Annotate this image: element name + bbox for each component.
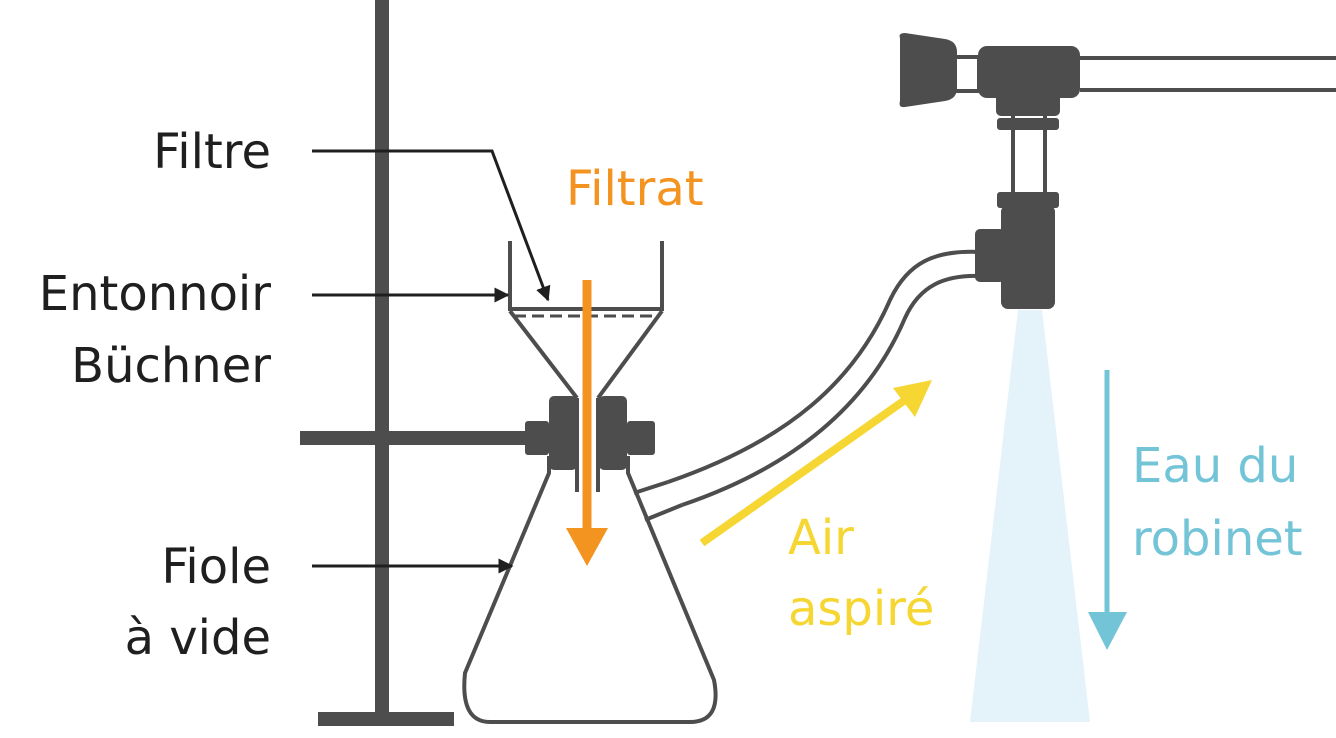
air-arrow: [699, 380, 932, 547]
label-aspire: aspiré: [788, 581, 934, 637]
label-fiole: Fiole: [161, 539, 271, 595]
label-entonnoir: Entonnoir: [39, 266, 271, 322]
filtrat-arrow: [566, 280, 608, 566]
label-filtrat: Filtrat: [566, 161, 704, 217]
label-air: Air: [788, 510, 854, 566]
clamp-arm: [300, 431, 550, 445]
retort-stand: [300, 0, 550, 726]
label-a-vide: à vide: [125, 610, 271, 666]
stand-base: [318, 712, 454, 726]
water-arrow: [1088, 370, 1127, 650]
water-stream: [970, 310, 1090, 722]
stopper-clamp: [525, 396, 655, 470]
vacuum-flask: [462, 456, 718, 724]
aspirator-body: [1001, 205, 1055, 309]
label-robinet: robinet: [1132, 511, 1303, 567]
vacuum-tubing: [667, 249, 981, 507]
label-buchner: Büchner: [71, 338, 271, 394]
stand-rod: [375, 0, 389, 720]
aspirator-side-port: [975, 229, 1005, 282]
faucet-tee: [978, 46, 1080, 98]
faucet-handle: [899, 33, 957, 108]
label-eau-du: Eau du: [1132, 438, 1298, 494]
label-filtre: Filtre: [153, 124, 271, 180]
filtre-leader: [312, 149, 551, 302]
flask-side-arm: [633, 480, 683, 522]
water-faucet: [899, 33, 1336, 309]
